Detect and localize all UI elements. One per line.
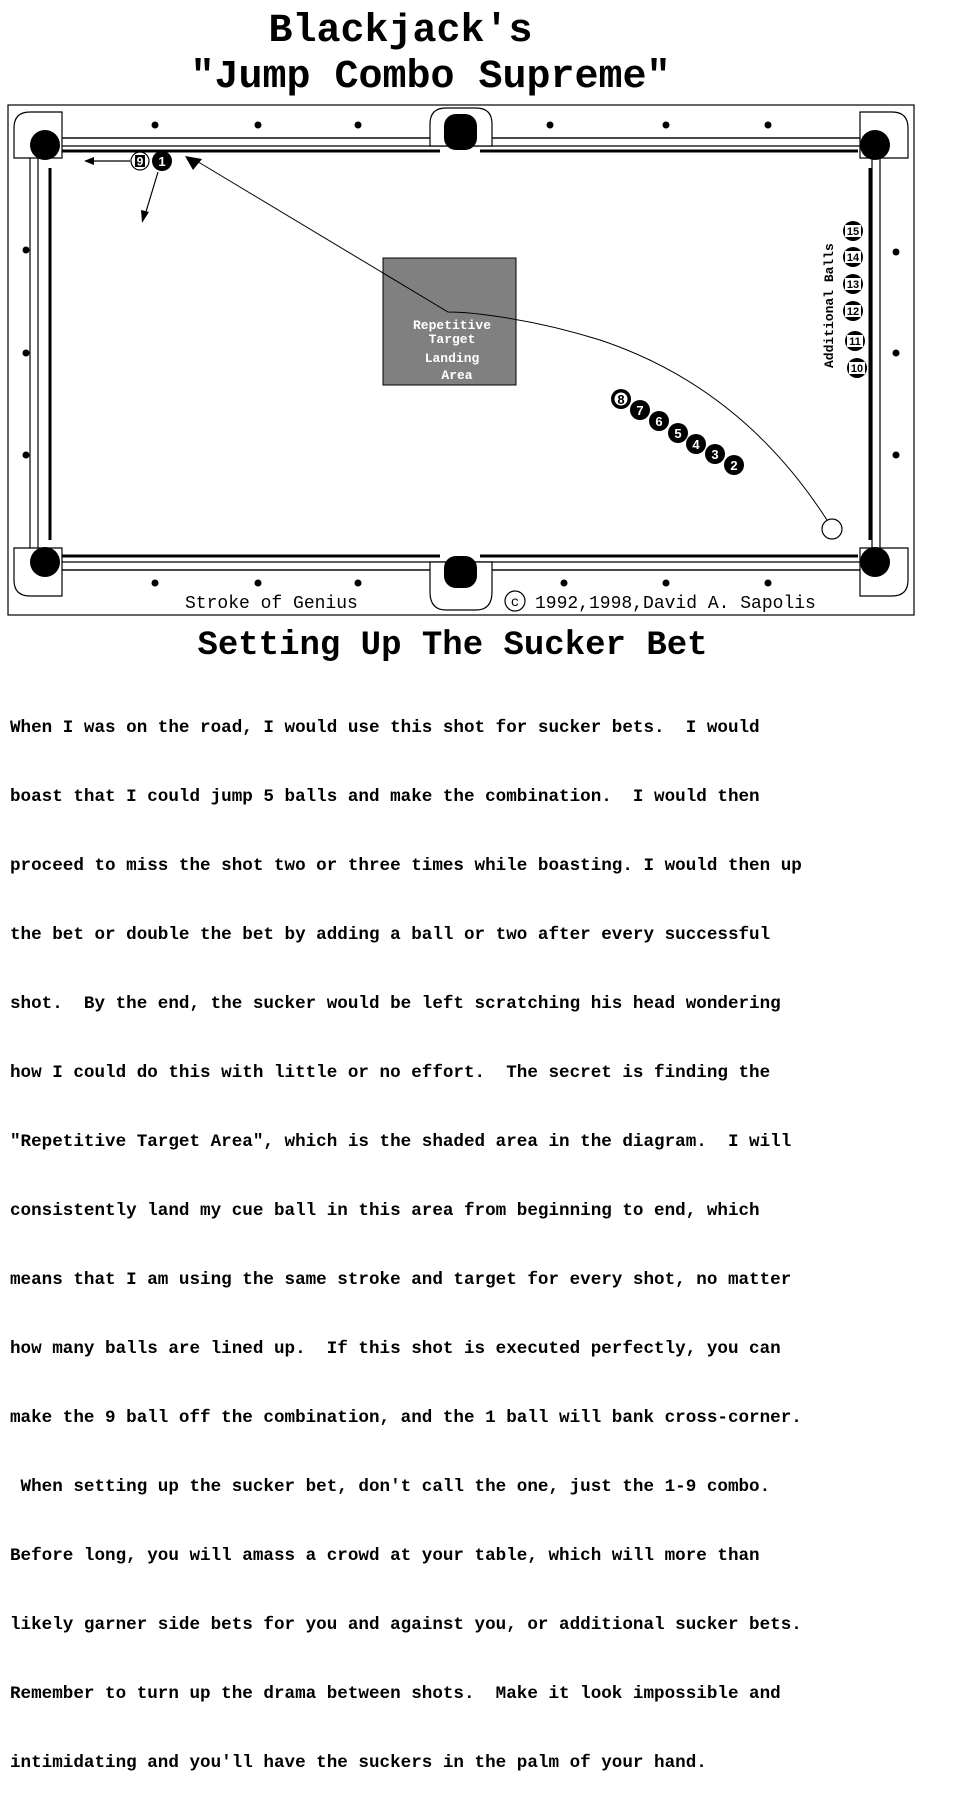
target-label-line-3: Landing	[425, 351, 480, 366]
body-line: how many balls are lined up. If this sho…	[10, 1339, 781, 1359]
ball-10: 10	[847, 358, 867, 378]
ball-7-number: 7	[636, 403, 643, 418]
body-line: boast that I could jump 5 balls and make…	[10, 787, 760, 807]
body-line: consistently land my cue ball in this ar…	[10, 1201, 760, 1221]
target-area-label: Repetitive Target Landing Area	[413, 318, 491, 383]
ball-1: 1	[152, 151, 172, 171]
ball-9-number: 9	[137, 155, 144, 169]
cue-ball-path	[194, 159, 833, 529]
ball-12-number: 12	[847, 306, 859, 318]
body-line: shot. By the end, the sucker would be le…	[10, 994, 781, 1014]
target-label-line-1: Repetitive	[413, 318, 491, 333]
body-line: Remember to turn up the drama between sh…	[10, 1684, 781, 1704]
combo-balls: 8 7 6 5 4 3 2	[611, 389, 744, 475]
diamond-markers	[22, 121, 900, 587]
body-line: "Repetitive Target Area", which is the s…	[10, 1132, 792, 1152]
cue-path-arrowhead	[185, 156, 202, 170]
body-line: likely garner side bets for you and agai…	[10, 1615, 802, 1635]
body-line: proceed to miss the shot two or three ti…	[10, 856, 802, 876]
body-line: When setting up the sucker bet, don't ca…	[10, 1477, 771, 1497]
target-label-line-4: Area	[441, 368, 472, 383]
ball-13: 13	[843, 274, 863, 294]
ball-14: 14	[843, 247, 863, 267]
ball-12: 12	[843, 301, 863, 321]
body-line: the bet or double the bet by adding a ba…	[10, 925, 771, 945]
body-line: Before long, you will amass a crowd at y…	[10, 1546, 760, 1566]
target-label-line-2: Target	[429, 332, 476, 347]
body-line: make the 9 ball off the combination, and…	[10, 1408, 802, 1428]
body-text: When I was on the road, I would use this…	[10, 671, 955, 1798]
one-ball-arrow	[144, 171, 159, 216]
ball-11: 11	[845, 331, 865, 351]
ball-5-number: 5	[674, 426, 681, 441]
ball-4-number: 4	[692, 437, 700, 452]
ball-10-number: 10	[851, 363, 863, 375]
additional-balls: 15 14 13 12 11 10	[843, 221, 867, 378]
copyright-symbol: c	[511, 595, 519, 611]
pocket-holes	[30, 114, 890, 588]
ball-9: 9	[130, 151, 150, 171]
ball-13-number: 13	[847, 279, 859, 291]
footer-right-text: 1992,1998,David A. Sapolis	[535, 594, 816, 614]
ball-1-number: 1	[158, 154, 165, 169]
ball-11-number: 11	[849, 336, 861, 348]
section-heading: Setting Up The Sucker Bet	[197, 627, 708, 665]
body-line: intimidating and you'll have the suckers…	[10, 1753, 707, 1773]
ball-2-number: 2	[730, 458, 737, 473]
ball-14-number: 14	[847, 252, 860, 264]
repetitive-target-area	[382, 257, 517, 386]
body-line: When I was on the road, I would use this…	[10, 718, 760, 738]
footer-left-text: Stroke of Genius	[185, 594, 358, 614]
title-line-1: Blackjack's	[268, 9, 533, 54]
ball-15-number: 15	[847, 226, 859, 238]
title-line-2: "Jump Combo Supreme"	[190, 55, 671, 100]
ball-6-number: 6	[655, 414, 662, 429]
body-line: how I could do this with little or no ef…	[10, 1063, 771, 1083]
cue-ball	[821, 518, 843, 540]
ball-15: 15	[843, 221, 863, 241]
additional-balls-label: Additional Balls	[822, 243, 837, 368]
copyright-icon	[504, 590, 526, 612]
body-line: means that I am using the same stroke an…	[10, 1270, 792, 1290]
pool-table-diagram: Repetitive Target Landing Area 9 1 8 7 6…	[7, 104, 915, 616]
ball-8-number: 8	[617, 392, 624, 407]
ball-3-number: 3	[711, 447, 718, 462]
